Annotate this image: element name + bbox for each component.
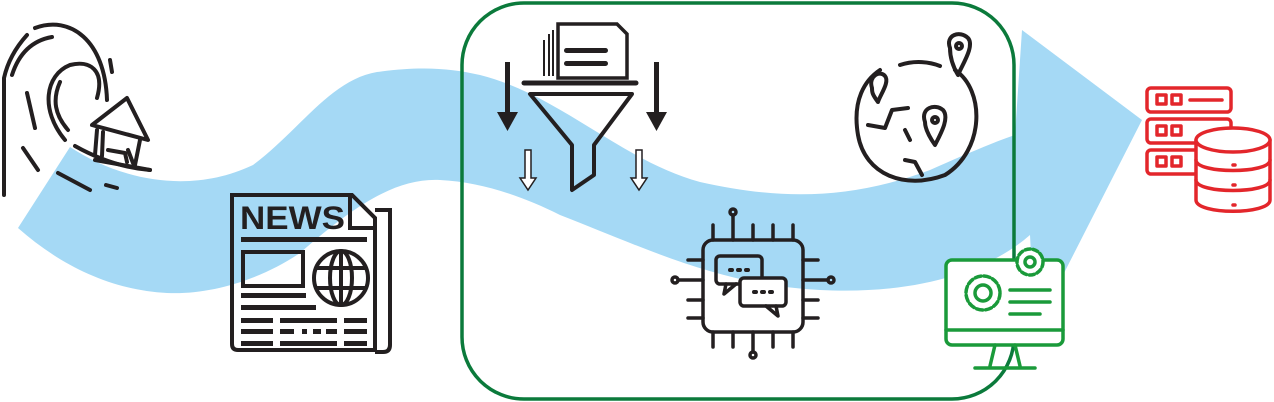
document-filter-icon <box>497 22 667 192</box>
processing-group-frame <box>460 1 1016 401</box>
ai-chip-chat-icon <box>670 207 836 360</box>
newspaper-icon: NEWS <box>230 193 392 354</box>
tsunami-wave-icon <box>2 22 152 197</box>
arrow-down-outline-icon <box>629 149 649 192</box>
arrow-down-icon <box>646 62 667 131</box>
news-label: NEWS <box>240 200 345 236</box>
globe-icon <box>312 249 370 307</box>
monitor-settings-icon <box>944 247 1065 370</box>
flow-arrow <box>18 30 1142 330</box>
arrow-down-icon <box>497 62 518 131</box>
globe-location-icon <box>854 32 979 183</box>
database-server-icon <box>1145 86 1272 213</box>
arrow-down-outline-icon <box>518 149 538 192</box>
